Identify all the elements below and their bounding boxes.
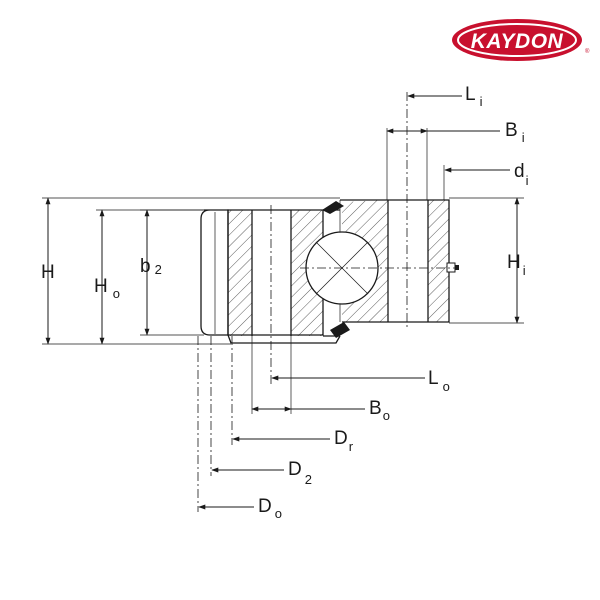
dim-label-H: H [41, 262, 55, 283]
logo-text: KAYDON [471, 30, 564, 53]
seals [322, 201, 350, 338]
dimension-lines [45, 93, 520, 510]
logo-registered-mark: ® [585, 48, 590, 55]
extension-lines [42, 128, 524, 414]
dim-label-Bo: Bo [369, 398, 390, 423]
dim-label-di: di [514, 161, 529, 188]
grease-fitting [446, 262, 459, 273]
kaydon-logo: KAYDON ® [452, 19, 590, 61]
dim-label-Dr: Dr [334, 428, 354, 454]
center-lines [197, 92, 456, 512]
